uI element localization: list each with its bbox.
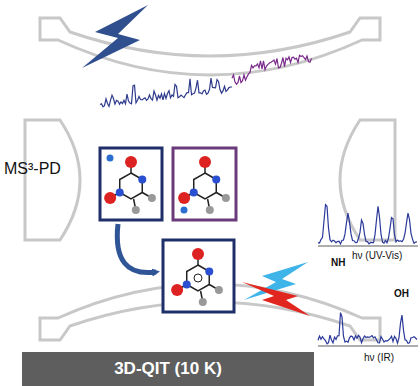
axis-label: hν (UV-Vis)	[352, 250, 402, 261]
atom	[178, 192, 190, 204]
molecule-frame	[173, 148, 236, 220]
atom	[183, 281, 191, 289]
atom	[199, 298, 207, 306]
atom	[199, 156, 211, 168]
atom	[181, 207, 188, 214]
atom	[125, 156, 137, 168]
spectrum-trace	[318, 205, 417, 244]
atom	[222, 194, 230, 202]
molecule-ring	[120, 173, 143, 199]
atom	[171, 284, 183, 296]
axis	[318, 346, 418, 347]
lightning-bolt	[82, 5, 148, 68]
trap-base-bar: 3D-QIT (10 K)	[22, 352, 314, 386]
molecule-frame	[163, 240, 234, 312]
spectrum-trace	[232, 55, 312, 84]
atom	[212, 176, 220, 184]
spectrum-trace	[318, 313, 417, 344]
atom	[205, 268, 213, 276]
atom	[190, 189, 198, 197]
molecule-frame	[100, 148, 162, 220]
atom	[215, 286, 223, 294]
lightning-bolt	[242, 282, 310, 316]
molecule-ring	[187, 265, 210, 291]
molecule-ring	[194, 173, 217, 199]
peak-label: OH	[393, 288, 410, 299]
atom	[138, 176, 146, 184]
atom	[107, 155, 114, 162]
trap-electrodes	[25, 18, 395, 340]
axis-label: hν (IR)	[364, 352, 394, 363]
atom	[206, 206, 214, 214]
atom	[116, 189, 124, 197]
spectrum-trace	[100, 78, 232, 107]
process-label: MS³-PD	[4, 160, 61, 178]
process-arrow	[117, 224, 156, 273]
charge-mark	[194, 274, 202, 282]
atom	[104, 192, 116, 204]
axis	[318, 246, 418, 247]
atom	[192, 248, 204, 260]
peak-label: NH	[330, 257, 346, 268]
atom	[148, 194, 156, 202]
atom	[132, 206, 140, 214]
instrument-label: 3D-QIT (10 K)	[114, 359, 222, 379]
